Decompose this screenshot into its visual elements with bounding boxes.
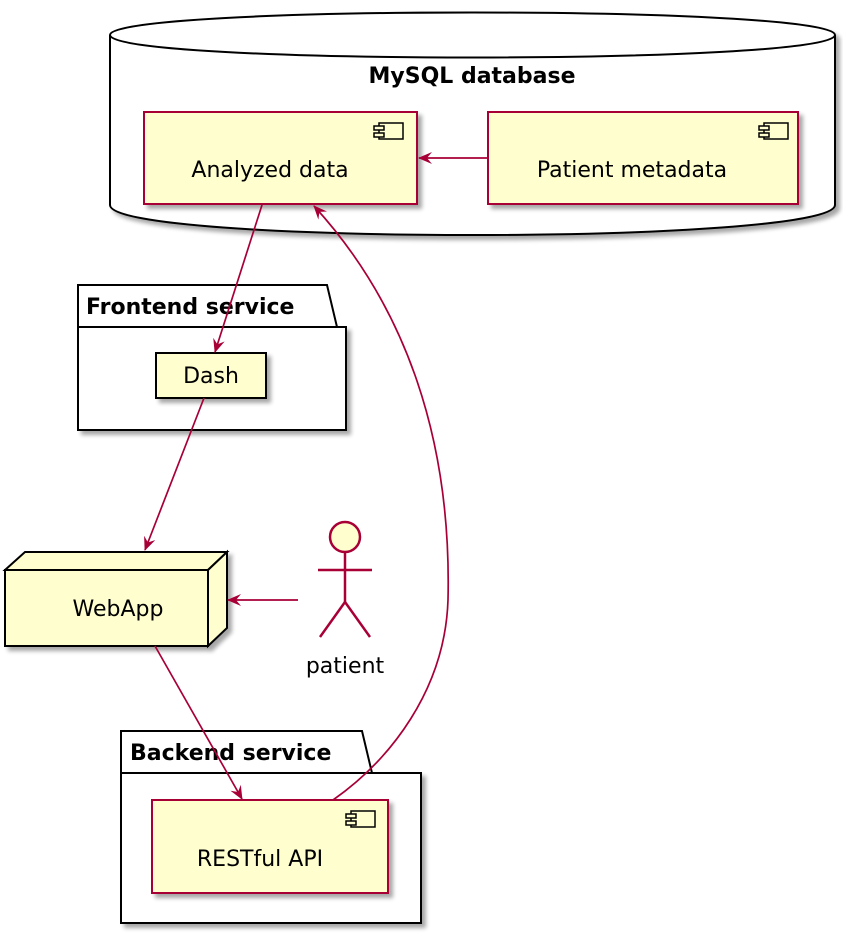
database-title: MySQL database [368,64,575,89]
frontend-service-package: Frontend service [77,284,347,431]
restful-api-label: RESTful API [197,847,323,872]
connections [144,152,488,801]
component-icon [758,122,789,140]
analyzed-data-component[interactable]: Analyzed data [143,111,418,205]
stick-figure-icon [318,520,372,638]
dash-component[interactable]: Dash [155,352,267,399]
patient-label: patient [306,654,385,679]
arrow-api-to-analyzed [313,205,450,801]
patient-metadata-component[interactable]: Patient metadata [487,111,799,205]
analyzed-data-label: Analyzed data [191,158,348,183]
database-cylinder-rim [109,34,836,59]
arrow-webapp-to-api [154,645,243,800]
webapp-node-front [4,569,209,647]
webapp-label: WebApp [73,597,164,622]
frontend-package-title: Frontend service [86,295,294,320]
component-icon [373,122,404,140]
component-icon [345,810,376,828]
backend-package-title: Backend service [130,741,331,766]
dash-label: Dash [183,364,239,389]
webapp-node-side [207,549,228,649]
arrow-dash-to-webapp [144,397,205,551]
webapp-node-top [2,551,230,571]
patient-actor[interactable]: patient [306,520,385,679]
restful-api-component[interactable]: RESTful API [151,799,389,894]
arrow-analyzed-to-dash [213,204,263,353]
patient-metadata-label: Patient metadata [537,158,727,183]
webapp-node[interactable]: WebApp [2,549,230,649]
